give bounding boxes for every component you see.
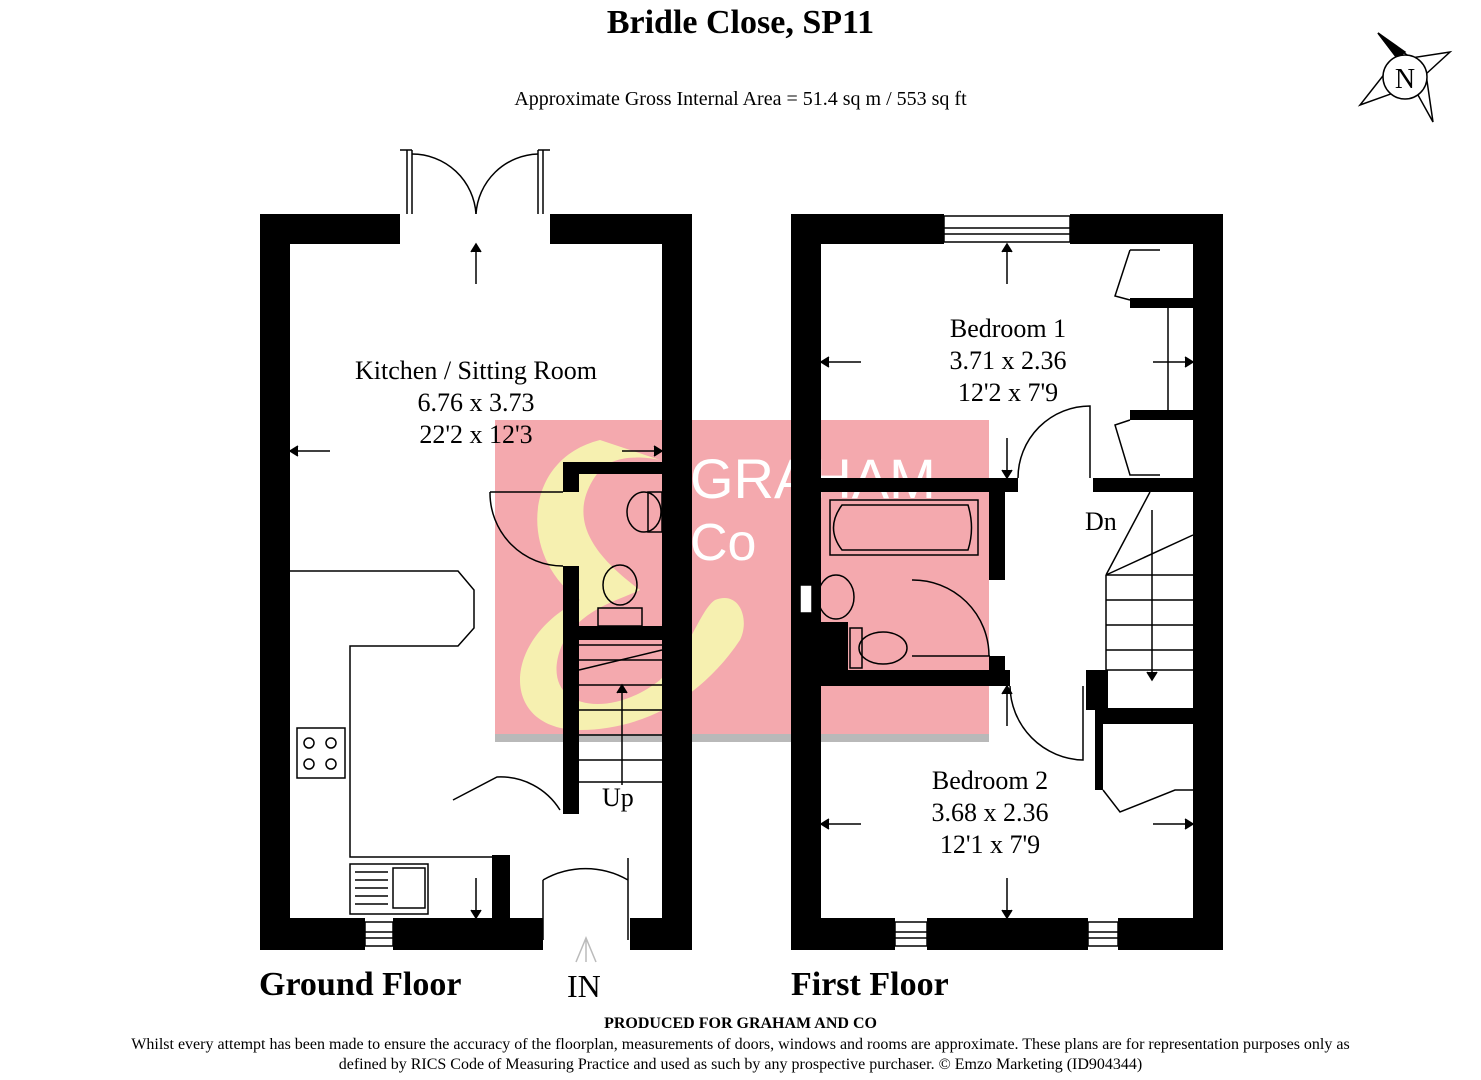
wall (791, 214, 821, 950)
window (894, 921, 928, 947)
wall (1093, 478, 1193, 492)
room-kitchen-sitting: Kitchen / Sitting Room 6.76 x 3.73 22'2 … (316, 355, 636, 451)
compass-label: N (1395, 64, 1415, 95)
wall (563, 462, 663, 474)
wall (1193, 214, 1223, 950)
compass-north-icon: N (1357, 32, 1453, 123)
room-metric: 3.71 x 2.36 (949, 346, 1067, 375)
wall (1095, 710, 1103, 790)
wall (1130, 410, 1193, 420)
wall (492, 855, 510, 920)
wall (563, 462, 579, 492)
stairs-down-label: Dn (1085, 507, 1117, 536)
window (1087, 921, 1119, 947)
hall-door (452, 776, 561, 811)
room-name: Bedroom 2 (931, 766, 1049, 795)
room-name: Kitchen / Sitting Room (355, 356, 597, 385)
wall (821, 478, 1018, 492)
room-metric: 3.68 x 2.36 (931, 798, 1049, 827)
wall (800, 622, 848, 670)
wc-door (489, 491, 564, 567)
wc-toilet (602, 564, 638, 606)
ground-floor-fixtures (288, 149, 664, 963)
ground-floor-label: Ground Floor (259, 966, 462, 1003)
bedroom2-door (1009, 685, 1084, 761)
window (364, 921, 394, 947)
wardrobe-door (1114, 249, 1160, 301)
wall (563, 566, 579, 814)
bathroom-door (911, 579, 990, 657)
wardrobe-door (1114, 419, 1160, 476)
wall (821, 670, 1010, 686)
wall (260, 918, 365, 950)
wc-basin (626, 491, 662, 533)
room-name: Bedroom 1 (949, 314, 1067, 343)
wall (1095, 708, 1193, 724)
wall (563, 626, 663, 640)
door-swing (475, 153, 539, 215)
wall (260, 214, 290, 950)
room-imperial: 12'2 x 7'9 (957, 378, 1059, 407)
wall (1086, 670, 1108, 710)
watermark-shadow (495, 734, 989, 742)
cupboard-door (1102, 789, 1193, 813)
kitchen-sink (349, 863, 429, 915)
wall (1118, 918, 1223, 950)
stair-winder (1105, 491, 1151, 576)
room-imperial: 22'2 x 12'3 (419, 420, 533, 449)
wall (989, 478, 1005, 580)
stairs-up-label: Up (602, 783, 634, 812)
hob (296, 727, 346, 779)
basin (817, 574, 855, 620)
watermark-text-co: Co (690, 514, 756, 572)
entry-arrow-icon (575, 936, 597, 963)
bedroom1-door (1017, 405, 1091, 479)
wall (989, 656, 1005, 686)
room-bedroom-2: Bedroom 2 3.68 x 2.36 12'1 x 7'9 (890, 765, 1090, 861)
window (943, 215, 1071, 243)
wall (393, 918, 543, 950)
front-door (542, 858, 629, 940)
toilet (858, 631, 908, 665)
footer-disclaimer: Whilst every attempt has been made to en… (131, 1036, 1350, 1073)
room-bedroom-1: Bedroom 1 3.71 x 2.36 12'2 x 7'9 (908, 313, 1108, 409)
entry-label: IN (567, 968, 601, 1004)
patio-door-right (537, 149, 550, 214)
first-floor-fixtures (799, 215, 1195, 947)
room-metric: 6.76 x 3.73 (417, 388, 535, 417)
kitchen-worktop (290, 570, 500, 858)
wall (927, 918, 1088, 950)
ground-floor-plan (260, 214, 692, 950)
door-swing (411, 153, 477, 215)
wall (630, 918, 692, 950)
room-imperial: 12'1 x 7'9 (939, 830, 1041, 859)
footer-heading: PRODUCED FOR GRAHAM AND CO (604, 1015, 877, 1032)
patio-door-left (400, 149, 413, 214)
bath (829, 499, 979, 556)
first-floor-label: First Floor (791, 966, 949, 1003)
page-title: Bridle Close, SP11 (606, 4, 875, 41)
wall (791, 918, 895, 950)
first-floor-plan (791, 214, 1223, 950)
wall (662, 214, 692, 950)
wall (1130, 298, 1193, 308)
gross-area-subtitle: Approximate Gross Internal Area = 51.4 s… (514, 88, 967, 110)
